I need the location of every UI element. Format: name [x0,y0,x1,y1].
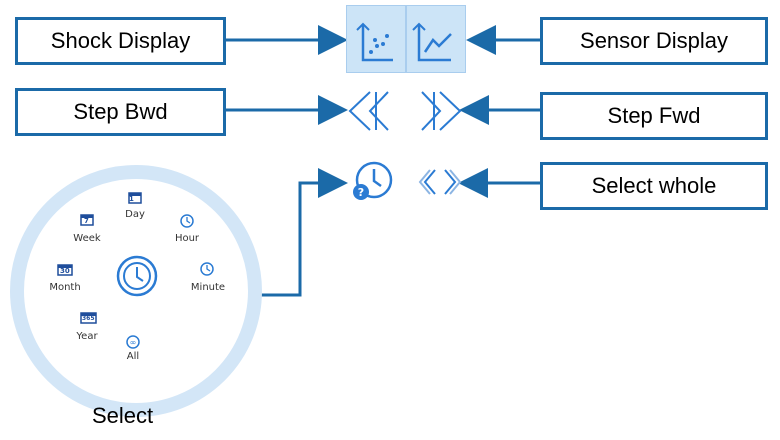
scatter-chart-icon [356,22,393,62]
wheel-caption: Select [92,403,154,428]
sensor-display-button[interactable] [406,5,466,73]
callout-shock-display-label: Shock Display [50,28,191,53]
callout-step-bwd-label: Step Bwd [73,99,168,124]
callout-step-fwd: Step Fwd [540,92,768,140]
callout-sensor-display-label: Sensor Display [580,28,728,53]
callout-step-fwd-label: Step Fwd [607,103,701,128]
wheel-week-label: Week [73,233,101,244]
svg-text:?: ? [358,186,364,199]
callout-select-whole: Select whole [540,162,768,210]
wheel-all-infinity-icon[interactable]: ∞ [125,334,141,350]
step-forward-icon[interactable] [414,88,464,134]
callout-select-whole-label: Select whole [591,173,717,198]
step-backward-icon[interactable] [346,88,396,134]
wheel-week-option[interactable]: 7 [80,213,104,229]
clock-select-icon[interactable]: ? [350,160,394,204]
wheel-day-option[interactable]: 1 [123,191,147,207]
wheel-all-label: All [126,351,140,362]
select-whole-icon[interactable] [418,164,462,200]
arrow-select-wheel [250,168,348,297]
callout-sensor-display: Sensor Display [540,17,768,65]
wheel-year-option[interactable]: 365 [80,311,104,327]
wheel-hour-clock-icon[interactable] [179,213,195,229]
wheel-minute-clock-icon[interactable] [199,261,215,277]
wheel-month-option[interactable]: 30 [57,263,81,279]
shock-display-button[interactable] [346,5,406,73]
calendar-icon [128,192,142,204]
callout-step-bwd: Step Bwd [15,88,226,136]
wheel-hour-label: Hour [174,233,200,244]
svg-text:∞: ∞ [130,338,137,347]
calendar-icon [80,312,97,324]
wheel-center-clock-icon[interactable] [115,254,159,298]
calendar-icon [80,214,94,226]
calendar-icon [57,264,73,276]
callout-shock-display: Shock Display [15,17,226,65]
line-chart-icon [412,22,452,62]
day-calendar-number: 1 [129,195,134,203]
wheel-minute-label: Minute [190,282,226,293]
wheel-month-label: Month [49,282,81,293]
month-calendar-number: 30 [60,267,70,275]
wheel-year-label: Year [76,331,98,342]
wheel-day-label: Day [125,209,145,220]
week-calendar-number: 7 [84,217,89,225]
year-calendar-number: 365 [82,315,95,322]
